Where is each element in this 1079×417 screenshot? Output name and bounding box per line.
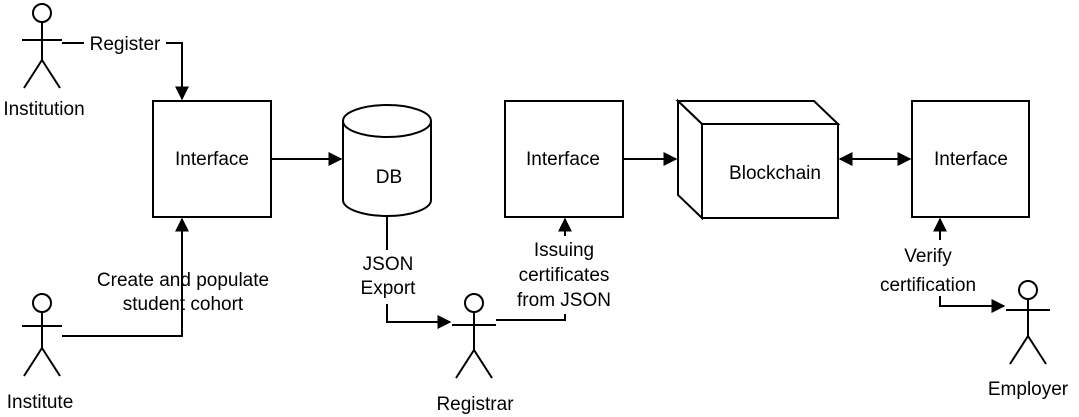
edge-verify-label-2: certification — [880, 275, 976, 296]
actor-institute-label: Institute — [7, 392, 74, 413]
edge-issuing-label-2: certificates — [519, 265, 610, 286]
actor-institution-label: Institution — [3, 99, 84, 120]
actor-employer-label: Employer — [988, 379, 1069, 400]
interface-right-label: Interface — [934, 149, 1008, 170]
db-label: DB — [376, 167, 402, 188]
actor-registrar-label: Registrar — [436, 394, 514, 415]
interface-right-box — [911, 100, 1030, 218]
edge-issuing-label-3: from JSON — [517, 290, 611, 311]
edge-json-label-1: JSON — [363, 254, 414, 275]
interface-left-box — [152, 100, 272, 218]
edge-json-label-2: Export — [361, 278, 417, 299]
db-cylinder — [342, 104, 432, 217]
edge-register-label: Register — [90, 34, 161, 55]
actor-institute — [22, 293, 62, 377]
interface-middle-box — [504, 100, 624, 218]
actor-employer — [1006, 280, 1050, 365]
actor-institution — [22, 3, 62, 89]
actor-registrar — [452, 293, 496, 379]
edge-create-cohort — [62, 217, 189, 337]
edge-issuing-a — [496, 314, 566, 321]
edge-create-label-1: Create and populate — [97, 270, 269, 291]
edge-issuing-label-1: Issuing — [534, 240, 594, 261]
interface-left-label: Interface — [175, 149, 249, 170]
edge-create-label-2: student cohort — [123, 294, 244, 315]
edge-verify-label-1: Verify — [904, 246, 952, 267]
blockchain-label: Blockchain — [729, 163, 821, 184]
blockchain-cube — [675, 98, 841, 221]
edge-verify-b — [939, 296, 1006, 313]
edge-register-b — [166, 42, 189, 101]
interface-middle-label: Interface — [526, 149, 600, 170]
edge-json-export-b — [386, 304, 452, 329]
